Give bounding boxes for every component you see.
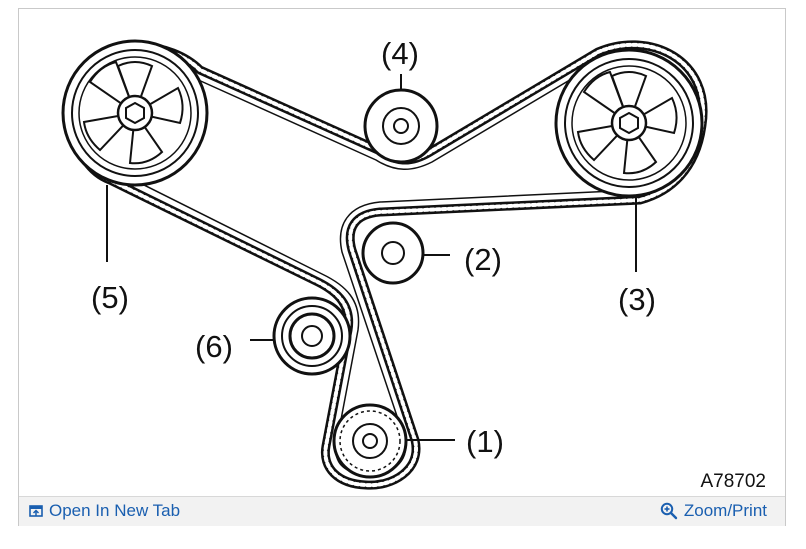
camshaft-sprocket-left (61, 39, 209, 187)
zoom-icon (660, 502, 678, 520)
crankshaft-sprocket (332, 403, 408, 479)
open-in-new-tab-icon (29, 504, 43, 518)
idler-pulley-middle (361, 221, 425, 285)
open-in-new-tab-link[interactable]: Open In New Tab (29, 501, 180, 521)
tensioner-pulley (272, 296, 352, 376)
idler-pulley-top (363, 88, 439, 164)
callout-6: (6) (195, 329, 233, 364)
figure-id: A78702 (700, 471, 766, 492)
callout-5: (5) (91, 280, 129, 315)
callout-4: (4) (381, 36, 419, 71)
timing-belt-diagram: (4) (2) (3) (5) (6) (1) (61, 36, 708, 490)
camshaft-sprocket-right (554, 48, 704, 198)
callout-1: (1) (466, 424, 504, 459)
leader-lines (106, 74, 637, 441)
open-in-new-tab-label: Open In New Tab (49, 501, 181, 520)
viewer-footer: Open In New Tab Zoom/Print (19, 496, 785, 526)
callout-2: (2) (464, 242, 502, 277)
zoom-print-link[interactable]: Zoom/Print (660, 501, 767, 521)
zoom-print-label: Zoom/Print (683, 501, 767, 520)
callout-3: (3) (618, 282, 656, 317)
